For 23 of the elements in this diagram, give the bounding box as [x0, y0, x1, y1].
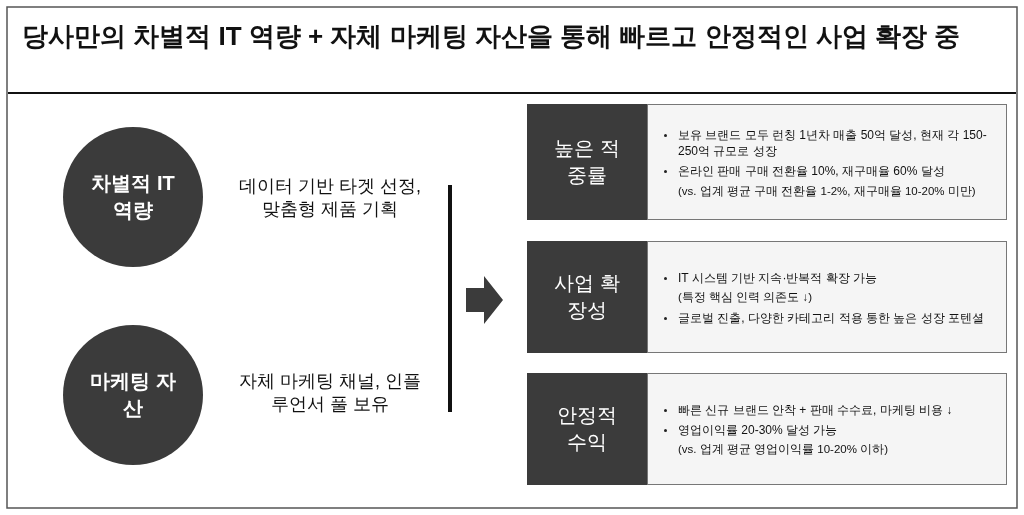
heading-box — [527, 241, 647, 353]
title: 당사만의 차별적 IT 역량 + 자체 마케팅 자산을 통해 빠르고 안정적인 사업 확장 중 — [22, 20, 962, 53]
description-text: 자체 마케팅 채널, 인플루언서 풀 보유 — [238, 370, 422, 417]
text-panel — [647, 241, 1007, 353]
bullet-text: 글로벌 진출, 다양한 카테고리 적용 통한 높은 성장 포텐셜 — [662, 309, 992, 326]
note-text: (vs. 업계 평균 구매 전환율 1-2%, 재구매율 10-20% 미만) — [677, 183, 977, 199]
heading-box — [527, 104, 647, 220]
bullet-text: 빠른 신규 브랜드 안착 + 판매 수수료, 마케팅 비용 ↓ — [662, 402, 992, 419]
heading-text: 안정적 수익 — [556, 403, 618, 455]
bullet-text: IT 시스템 기반 지속·반복적 확장 가능 — [662, 270, 992, 287]
note-text: (특정 핵심 인력 의존도 ↓) — [677, 290, 814, 306]
bullet-text: 영업이익률 20-30% 달성 가능 — [662, 422, 992, 439]
heading-box — [527, 373, 647, 485]
bullet-text: 온라인 판매 구매 전환율 10%, 재구매율 60% 달성 — [662, 163, 992, 180]
text-panel — [647, 373, 1007, 485]
heading-text: 사업 확장성 — [553, 271, 621, 323]
bullet-text: 보유 브랜드 모두 런칭 1년차 매출 50억 달성, 현재 각 150-250억 규모로 성장 — [662, 126, 992, 160]
circle-label: 마케팅 자산 — [89, 369, 177, 421]
description-text: 데이터 기반 타겟 선정, 맞춤형 제품 기획 — [238, 175, 422, 222]
text-panel — [647, 104, 1007, 220]
heading-text: 높은 적중률 — [553, 136, 621, 188]
circle-label: 차별적 IT 역량 — [90, 171, 176, 223]
note-text: (vs. 업계 평균 영업이익률 10-20% 이하) — [677, 442, 889, 458]
